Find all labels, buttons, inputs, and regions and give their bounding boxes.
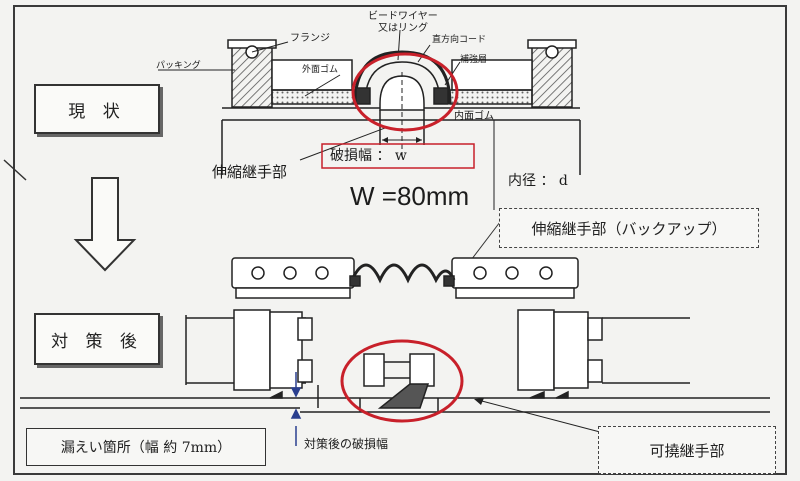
callout-flexible-joint: 可撓継手部 xyxy=(598,426,776,474)
label-inner-diameter: 内径 ： d xyxy=(508,173,568,189)
label-flange: フランジ xyxy=(290,33,330,44)
label-packing: パッキング xyxy=(156,61,201,71)
label-expansion-joint: 伸縮継手部 xyxy=(212,163,288,181)
callout-flexible-joint-label: 可撓継手部 xyxy=(649,441,725,460)
label-directional-cord: 直方向コード xyxy=(432,35,487,45)
callout-leak-location: 漏えい箇所（幅 約 7mm） xyxy=(26,428,266,466)
damage-highlight-top xyxy=(351,52,459,132)
label-damage-width: 破損幅 ： w xyxy=(330,148,407,164)
callout-expansion-backup: 伸縮継手部（バックアップ） xyxy=(499,208,759,248)
label-w-value: W =80mm xyxy=(350,181,470,211)
flexible-leader xyxy=(477,399,601,433)
current-joint-section xyxy=(221,39,581,210)
after-damage-width-pointer xyxy=(290,372,302,446)
flexible-leader-arrowhead xyxy=(474,398,484,405)
label-after-damage-width: 対策後の破損幅 xyxy=(304,437,389,451)
status-current-label: 現 状 xyxy=(68,101,126,122)
callout-expansion-backup-label: 伸縮継手部（バックアップ） xyxy=(531,219,727,238)
status-current-box: 現 状 xyxy=(34,84,160,134)
status-after-label: 対 策 後 xyxy=(51,331,143,352)
flexible-joint-section xyxy=(20,309,770,413)
damage-width-box xyxy=(321,143,475,169)
callout-leak-location-label: 漏えい箇所（幅 約 7mm） xyxy=(60,440,232,456)
label-bead-wire: ビードワイヤー xyxy=(368,11,438,22)
down-arrow-icon xyxy=(73,177,137,272)
damage-highlight-bottom xyxy=(340,339,464,423)
label-reinforcement: 補強層 xyxy=(460,55,488,65)
backup-joint-section xyxy=(231,257,579,299)
label-inner-rubber: 内面ゴム xyxy=(454,111,494,122)
status-after-box: 対 策 後 xyxy=(34,313,160,365)
frame xyxy=(13,5,787,475)
label-or-ring: 又はリング xyxy=(378,23,428,34)
label-outer-rubber: 外面ゴム xyxy=(302,65,339,75)
edge-mark xyxy=(3,159,27,181)
